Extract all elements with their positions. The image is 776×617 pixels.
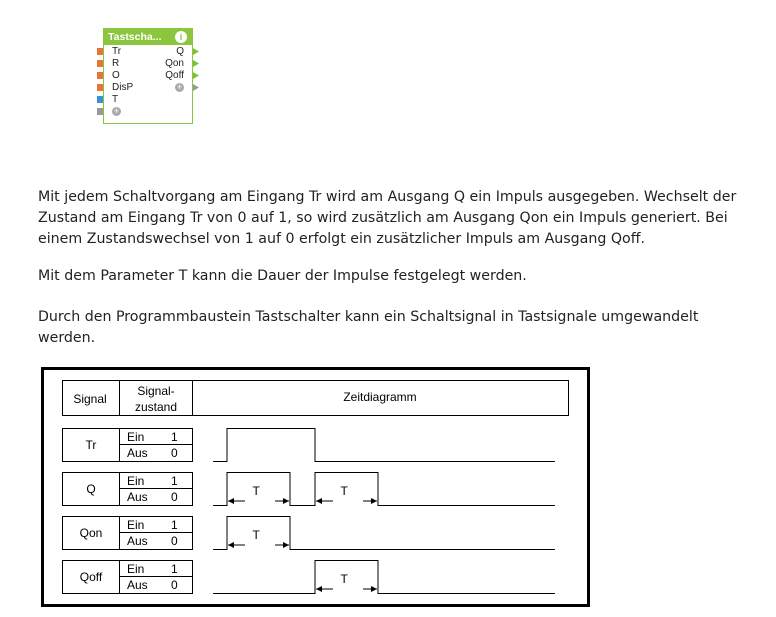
header-state-2: zustand	[135, 400, 177, 414]
state-one: 1	[171, 562, 178, 576]
arrowhead-icon	[283, 542, 289, 548]
state-on-label: Ein	[127, 562, 144, 576]
arrowhead-icon	[316, 586, 322, 592]
block-title: Tastscha...	[108, 31, 162, 43]
waveform-tr	[213, 428, 555, 462]
arrowhead-icon	[316, 498, 322, 504]
input-r[interactable]: R	[112, 58, 120, 69]
arrowhead-icon	[371, 586, 377, 592]
state-on-label: Ein	[127, 430, 144, 444]
input-t[interactable]: T	[112, 94, 119, 105]
signal-name: Qon	[80, 526, 103, 540]
signal-name: Tr	[86, 438, 97, 452]
state-zero: 0	[171, 446, 178, 460]
state-on-label: Ein	[127, 518, 144, 532]
input-tr[interactable]: Tr	[112, 46, 122, 57]
state-off-label: Aus	[127, 578, 148, 592]
header-signal: Signal	[73, 392, 106, 406]
waveform-qoff	[213, 560, 555, 594]
duration-t-label: T	[341, 572, 349, 586]
arrowhead-icon	[371, 498, 377, 504]
state-off-label: Aus	[127, 490, 148, 504]
input-disp[interactable]: DisP	[112, 82, 134, 93]
output-qon[interactable]: Qon	[165, 58, 184, 69]
signal-name: Q	[86, 482, 95, 496]
state-one: 1	[171, 474, 178, 488]
arrowhead-icon	[228, 498, 234, 504]
output-qoff[interactable]: Qoff	[165, 70, 184, 81]
state-one: 1	[171, 518, 178, 532]
state-on-label: Ein	[127, 474, 144, 488]
state-zero: 0	[171, 578, 178, 592]
arrowhead-icon	[283, 498, 289, 504]
header-timing: Zeitdiagramm	[343, 390, 416, 404]
duration-t-label: T	[253, 528, 261, 542]
state-off-label: Aus	[127, 534, 148, 548]
waveform-q	[213, 472, 555, 506]
block-header: Tastscha... i	[104, 29, 192, 45]
add-output-icon[interactable]: +	[175, 81, 184, 92]
header-state-1: Signal-	[137, 384, 174, 398]
output-q[interactable]: Q	[176, 46, 184, 57]
state-off-label: Aus	[127, 446, 148, 460]
arrowhead-icon	[228, 542, 234, 548]
signal-name: Qoff	[80, 570, 103, 584]
description-paragraph-1: Mit jedem Schaltvorgang am Eingang Tr wi…	[38, 189, 737, 247]
input-o[interactable]: O	[112, 70, 120, 81]
description-paragraph-3: Durch den Programmbaustein Tastschalter …	[38, 309, 699, 346]
tastschalter-block[interactable]: Tastscha...i Tr R O DisP T + Q Qon Qoff …	[103, 28, 193, 124]
add-input-icon[interactable]: +	[112, 105, 121, 116]
state-one: 1	[171, 430, 178, 444]
duration-t-label: T	[253, 484, 261, 498]
state-zero: 0	[171, 534, 178, 548]
info-icon[interactable]: i	[175, 31, 187, 43]
description-paragraph-2: Mit dem Parameter T kann die Dauer der I…	[38, 268, 527, 284]
waveform-qon	[213, 516, 555, 550]
duration-t-label: T	[341, 484, 349, 498]
state-zero: 0	[171, 490, 178, 504]
